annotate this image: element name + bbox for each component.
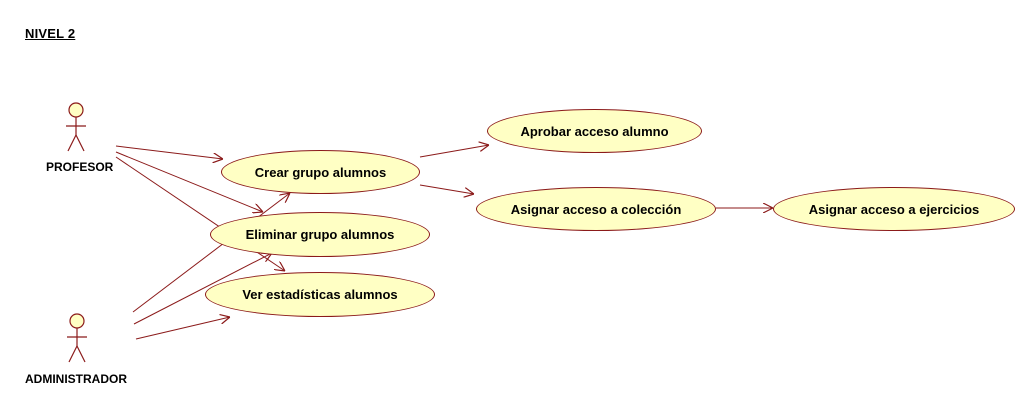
- actor-administrador-figure[interactable]: [67, 313, 87, 363]
- usecase-ver-estadisticas[interactable]: Ver estadísticas alumnos: [205, 272, 435, 317]
- usecase-eliminar-grupo-label: Eliminar grupo alumnos: [245, 227, 395, 242]
- arrow-administrador-ver-estadisticas: [135, 317, 230, 340]
- diagram-title: NIVEL 2: [25, 26, 76, 41]
- usecase-ver-estadisticas-label: Ver estadísticas alumnos: [242, 287, 398, 302]
- arrow-crear-grupo-aprobar-acceso: [419, 145, 489, 158]
- actor-profesor-figure[interactable]: [66, 102, 86, 152]
- arrow-administrador-crear-grupo: [132, 193, 290, 313]
- usecase-crear-grupo-label: Crear grupo alumnos: [254, 164, 387, 180]
- actor-profesor-label: PROFESOR: [46, 160, 114, 174]
- arrow-administrador-eliminar-grupo: [133, 253, 272, 325]
- usecase-asignar-ejercicios[interactable]: Asignar acceso a ejercicios: [773, 187, 1015, 231]
- arrow-profesor-eliminar-grupo: [115, 151, 263, 212]
- arrow-profesor-crear-grupo: [115, 145, 223, 159]
- usecase-aprobar-acceso-label: Aprobar acceso alumno: [520, 123, 669, 139]
- usecase-asignar-coleccion[interactable]: Asignar acceso a colección: [476, 187, 716, 231]
- usecase-aprobar-acceso[interactable]: Aprobar acceso alumno: [487, 109, 702, 153]
- arrow-crear-grupo-asignar-coleccion: [419, 184, 474, 194]
- usecase-crear-grupo[interactable]: Crear grupo alumnos: [221, 150, 420, 194]
- usecase-asignar-ejercicios-label: Asignar acceso a ejercicios: [808, 201, 980, 217]
- association-lines: [115, 145, 773, 340]
- actor-administrador-label: ADMINISTRADOR: [25, 372, 127, 386]
- usecase-asignar-coleccion-label: Asignar acceso a colección: [510, 201, 682, 217]
- usecase-eliminar-grupo[interactable]: Eliminar grupo alumnos: [210, 212, 430, 257]
